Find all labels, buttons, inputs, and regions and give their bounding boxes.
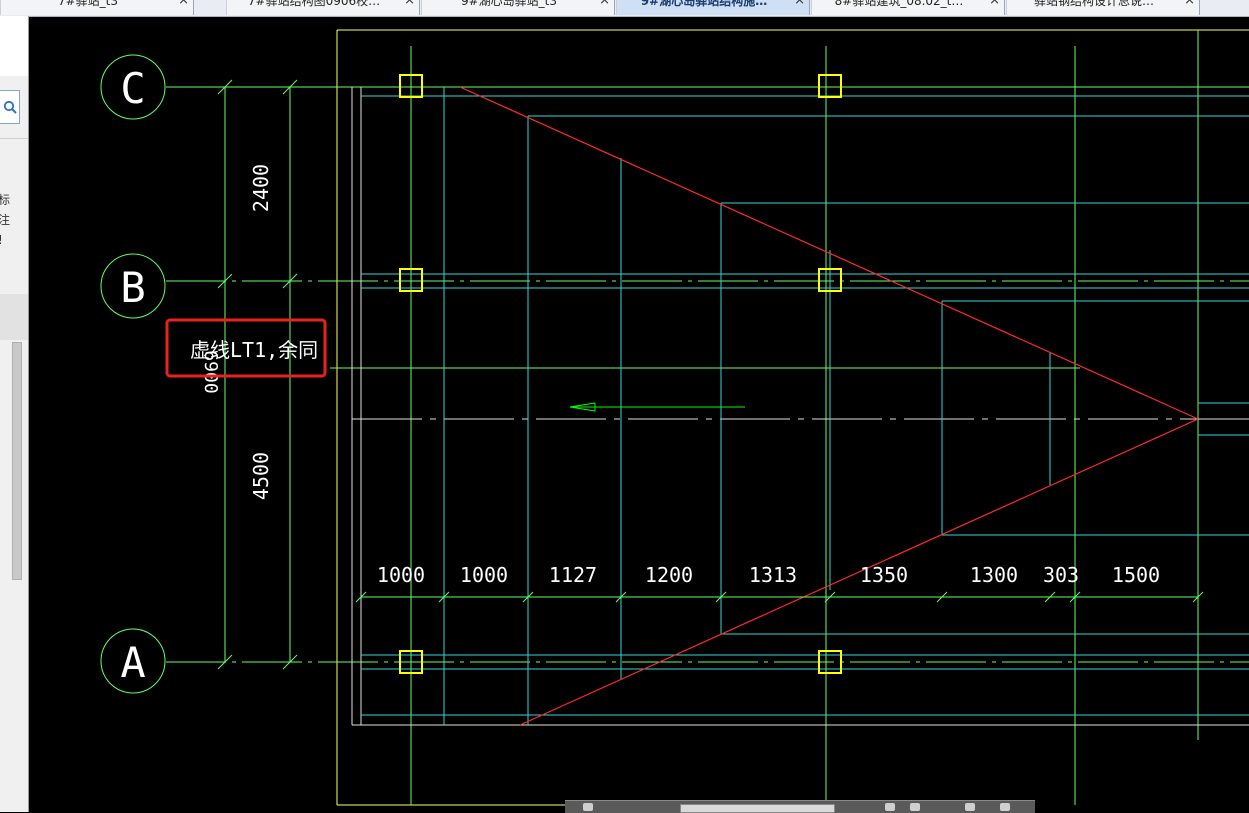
- grid-bubble-a: A: [100, 628, 166, 694]
- left-boundary-lines: [351, 87, 1249, 726]
- drawing-frame: [336, 29, 1249, 806]
- close-icon[interactable]: ×: [599, 0, 610, 8]
- close-icon[interactable]: ×: [794, 0, 805, 8]
- grid-label: A: [120, 638, 145, 687]
- annotation-text: 虚线LT1,余同: [190, 338, 318, 362]
- dimension-6900: 6900: [200, 350, 221, 393]
- grid-bubble-b: B: [100, 253, 166, 319]
- dimension-text: 1000: [377, 563, 425, 587]
- document-tab-bar: 7#驿站_t3 × 7#驿站结构图0906校… × 9#湖心岛驿站_t3 × 9…: [0, 0, 1249, 17]
- panel-text-line: 注: [0, 210, 12, 230]
- horizontal-dimension-texts: 1000 1000 1127 1200 1313 1350 1300 303 1…: [377, 563, 1160, 587]
- tab-label: 8#驿站建筑_08.02_t…: [834, 0, 964, 8]
- dimension-text: 1300: [970, 563, 1018, 587]
- dimension-text: 1500: [1112, 563, 1160, 587]
- slope-direction-arrow: [569, 402, 745, 412]
- horizontal-dimension-line: [355, 591, 1204, 603]
- close-icon[interactable]: ×: [404, 0, 415, 8]
- column: [399, 74, 423, 98]
- close-icon[interactable]: ×: [989, 0, 1000, 8]
- column: [818, 74, 842, 98]
- tab-9-lake-island-t3[interactable]: 9#湖心岛驿站_t3 ×: [421, 0, 615, 15]
- dimension-2400: 2400: [249, 164, 273, 212]
- bottom-toolbar: [565, 800, 1035, 813]
- dimension-text: 303: [1043, 563, 1079, 587]
- close-icon[interactable]: ×: [178, 0, 189, 8]
- toolbar-icon[interactable]: [885, 803, 895, 811]
- steel-columns: [399, 74, 842, 674]
- tab-9-lake-island-structure[interactable]: 9#湖心岛驿站结构施… ×: [616, 0, 810, 15]
- toolbar-icon[interactable]: [583, 803, 593, 811]
- cad-drawing-canvas[interactable]: C B A 2400 4500 6900 1000 1000 1127 1200…: [28, 16, 1249, 812]
- dimension-text: 1200: [645, 563, 693, 587]
- dimension-text: 1127: [549, 563, 597, 587]
- toolbar-icon[interactable]: [965, 803, 975, 811]
- panel-scrollbar[interactable]: [12, 342, 22, 580]
- tab-label: 7#驿站_t3: [57, 0, 119, 8]
- left-side-panel: 标 注 !: [0, 16, 29, 812]
- column: [818, 650, 842, 674]
- dimension-4500: 4500: [249, 452, 273, 500]
- search-icon: [3, 100, 17, 114]
- tab-steel-structure-notes[interactable]: 驿站钢结构设计总说… ×: [1006, 0, 1200, 15]
- tab-8-station-architecture[interactable]: 8#驿站建筑_08.02_t… ×: [811, 0, 1005, 15]
- tab-7-station-t3[interactable]: 7#驿站_t3 ×: [0, 0, 194, 15]
- sloped-edge-lines: [459, 86, 1199, 726]
- grid-bubble-c: C: [100, 54, 166, 120]
- grid-label: B: [120, 263, 145, 312]
- beam-lines: [361, 87, 1249, 725]
- toolbar-icon[interactable]: [1000, 803, 1010, 811]
- panel-gray-row: [0, 294, 28, 340]
- tab-7-station-structure[interactable]: 7#驿站结构图0906校… ×: [226, 0, 420, 15]
- annotation-highlight-box: [165, 318, 327, 378]
- tab-label: 7#驿站结构图0906校…: [247, 0, 381, 8]
- toolbar-icon[interactable]: [910, 803, 920, 811]
- panel-text-line: !: [0, 230, 12, 250]
- panel-header: [0, 16, 28, 76]
- dimension-text: 1313: [749, 563, 797, 587]
- panel-text-line: 标: [0, 190, 12, 210]
- tab-label: 9#湖心岛驿站结构施…: [640, 0, 768, 8]
- panel-clipped-text: 标 注 !: [0, 190, 12, 250]
- grid-label: C: [120, 64, 145, 113]
- tab-label: 9#湖心岛驿站_t3: [460, 0, 558, 8]
- column: [399, 268, 423, 292]
- column: [818, 268, 842, 292]
- dimension-text: 1350: [860, 563, 908, 587]
- vertical-axis-lines: [410, 30, 1199, 805]
- dimension-text: 1000: [460, 563, 508, 587]
- close-icon[interactable]: ×: [1184, 0, 1195, 8]
- tab-label: 驿站钢结构设计总说…: [1033, 0, 1154, 8]
- panel-divider: [0, 138, 28, 139]
- search-button[interactable]: [0, 90, 20, 124]
- column: [399, 650, 423, 674]
- grid-axis-lines: [166, 86, 1249, 663]
